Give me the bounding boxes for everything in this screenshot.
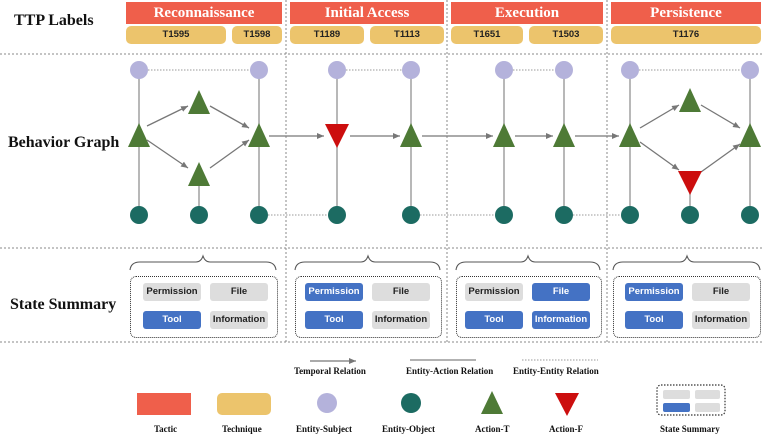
row-separators bbox=[0, 53, 764, 343]
state-file: File bbox=[372, 283, 430, 301]
legend-action-t-icon bbox=[481, 391, 503, 414]
technique-t1503: T1503 bbox=[529, 26, 603, 44]
tactic-initial-access: Initial Access bbox=[290, 2, 444, 24]
technique-t1651: T1651 bbox=[451, 26, 523, 44]
entity-object-node bbox=[555, 206, 573, 224]
row-label-state-summary: State Summary bbox=[10, 296, 117, 313]
legend-entity-action-label: Entity-Action Relation bbox=[406, 366, 494, 376]
technique-t1598: T1598 bbox=[232, 26, 282, 44]
entity-subject-node bbox=[621, 61, 639, 79]
entity-object-node bbox=[328, 206, 346, 224]
technique-t1189: T1189 bbox=[290, 26, 364, 44]
tactic-persistence: Persistence bbox=[611, 2, 761, 24]
action-f-node bbox=[678, 171, 702, 195]
state-summary-execution: Permission File Tool Information bbox=[456, 276, 602, 338]
entity-entity-relations bbox=[139, 69, 750, 216]
legend-entity-object-label: Entity-Object bbox=[382, 424, 435, 434]
row-label-ttp: TTP Labels bbox=[14, 12, 94, 29]
legend-entity-entity-label: Entity-Entity Relation bbox=[513, 366, 599, 376]
state-tool: Tool bbox=[305, 311, 363, 329]
entity-object-node bbox=[130, 206, 148, 224]
state-information: Information bbox=[372, 311, 430, 329]
legend-entity-subject-label: Entity-Subject bbox=[296, 424, 352, 434]
row-label-behavior-graph: Behavior Graph bbox=[8, 134, 120, 151]
legend-action-t-label: Action-T bbox=[475, 424, 510, 434]
legend-state-summary-icon bbox=[656, 384, 726, 416]
action-t-node bbox=[553, 123, 575, 147]
legend-entity-object-icon bbox=[401, 393, 421, 413]
technique-t1176: T1176 bbox=[611, 26, 761, 44]
state-information: Information bbox=[210, 311, 268, 329]
state-permission: Permission bbox=[625, 283, 683, 301]
state-braces bbox=[129, 254, 761, 271]
state-summary-persistence: Permission File Tool Information bbox=[613, 276, 761, 338]
legend-technique-label: Technique bbox=[222, 424, 262, 434]
entity-subject-node bbox=[402, 61, 420, 79]
entity-subject-node bbox=[555, 61, 573, 79]
action-t-node bbox=[128, 123, 150, 147]
state-tool: Tool bbox=[143, 311, 201, 329]
legend-tactic-swatch bbox=[137, 393, 191, 415]
tactic-execution: Execution bbox=[451, 2, 603, 24]
tactic-reconnaissance: Reconnaissance bbox=[126, 2, 282, 24]
entity-object-node bbox=[190, 206, 208, 224]
entity-subject-node bbox=[741, 61, 759, 79]
state-file: File bbox=[692, 283, 750, 301]
temporal-relations bbox=[146, 104, 741, 173]
action-t-node bbox=[493, 123, 515, 147]
state-tool: Tool bbox=[625, 311, 683, 329]
action-t-nodes bbox=[128, 88, 761, 186]
legend-entity-subject-icon bbox=[317, 393, 337, 413]
legend-state-summary-label: State Summary bbox=[660, 424, 720, 434]
state-information: Information bbox=[532, 311, 590, 329]
action-t-node bbox=[619, 123, 641, 147]
state-tool: Tool bbox=[465, 311, 523, 329]
legend-action-f-icon bbox=[555, 393, 579, 416]
state-summary-reconnaissance: Permission File Tool Information bbox=[130, 276, 278, 338]
entity-object-node bbox=[495, 206, 513, 224]
action-f-node bbox=[325, 124, 349, 148]
state-summary-initial-access: Permission File Tool Information bbox=[295, 276, 442, 338]
entity-subject-nodes bbox=[130, 61, 759, 79]
state-file: File bbox=[210, 283, 268, 301]
action-t-node bbox=[248, 123, 270, 147]
entity-object-node bbox=[621, 206, 639, 224]
entity-subject-node bbox=[250, 61, 268, 79]
action-t-node bbox=[679, 88, 701, 112]
state-permission: Permission bbox=[465, 283, 523, 301]
action-t-node bbox=[188, 90, 210, 114]
action-t-node bbox=[188, 162, 210, 186]
entity-object-node bbox=[402, 206, 420, 224]
technique-t1113: T1113 bbox=[370, 26, 444, 44]
entity-object-node bbox=[250, 206, 268, 224]
action-t-node bbox=[400, 123, 422, 147]
column-separators bbox=[285, 0, 608, 342]
entity-subject-node bbox=[495, 61, 513, 79]
legend-tactic-label: Tactic bbox=[154, 424, 178, 434]
state-file: File bbox=[532, 283, 590, 301]
technique-t1595: T1595 bbox=[126, 26, 226, 44]
action-t-node bbox=[739, 123, 761, 147]
entity-object-nodes bbox=[130, 206, 759, 224]
entity-subject-node bbox=[328, 61, 346, 79]
state-permission: Permission bbox=[305, 283, 363, 301]
entity-object-node bbox=[741, 206, 759, 224]
action-f-nodes bbox=[325, 124, 702, 195]
entity-subject-node bbox=[130, 61, 148, 79]
state-information: Information bbox=[692, 311, 750, 329]
legend-technique-swatch bbox=[217, 393, 271, 415]
entity-object-node bbox=[681, 206, 699, 224]
legend-temporal-label: Temporal Relation bbox=[294, 366, 366, 376]
legend-action-f-label: Action-F bbox=[549, 424, 583, 434]
entity-action-relations bbox=[138, 70, 751, 215]
state-permission: Permission bbox=[143, 283, 201, 301]
